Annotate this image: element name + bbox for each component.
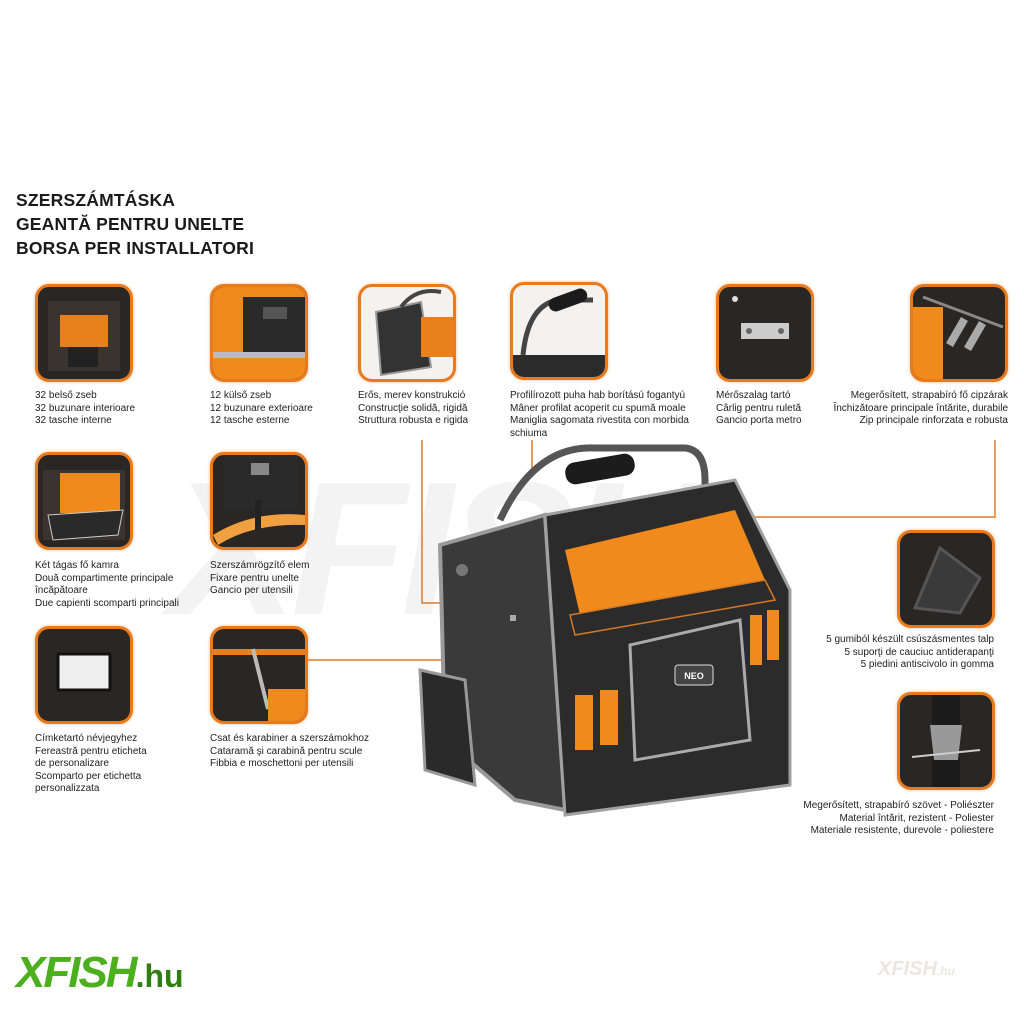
title-it: BORSA PER INSTALLATORI (16, 238, 255, 258)
caption-line: 12 külső zseb (210, 390, 272, 401)
caption-line: Due capienti scomparti principali (35, 597, 179, 609)
bag-logo: NEO (684, 671, 704, 681)
logo-suffix: .hu (936, 964, 955, 978)
caption-line: Erős, merev konstrukció (358, 390, 466, 401)
feature-durable-fabric: Megerősített, strapabíró szövet - Poliés… (803, 800, 994, 838)
title-ro: GEANTĂ PENTRU UNELTE (16, 214, 245, 234)
caption-line: Megerősített, strapabíró fő cipzárak (850, 390, 1008, 401)
logo-text: XFISH (16, 948, 138, 997)
caption-line: 5 suporţi de cauciuc antiderapanţi (844, 646, 994, 658)
thumb-rigid-construction (358, 284, 456, 382)
xfish-logo-faint: XFISH.hu (878, 958, 955, 981)
caption-line: 5 piedini antiscivolo in gomma (860, 659, 994, 671)
caption-line: 5 gumiból készült csúszásmentes talp (826, 634, 994, 645)
caption-line: Megerősített, strapabíró szövet - Poliés… (803, 800, 994, 811)
thumb-durable-fabric (897, 692, 995, 790)
thumb-main-zippers (910, 284, 1008, 382)
caption-line: Materiale resistente, durevole - poliest… (810, 825, 994, 837)
caption-line: Construcţie solidă, rigidă (358, 402, 468, 414)
caption-line: Két tágas fő kamra (35, 560, 119, 571)
thumb-tape-holder (716, 284, 814, 382)
caption-line: de personalizare (35, 758, 109, 770)
feature-foam-handle: Profilírozott puha hab borítású fogantyú… (510, 390, 689, 440)
caption-line: schiuma (510, 427, 548, 439)
thumb-exterior-pockets (210, 284, 308, 382)
caption-line: Szerszámrögzítő elem (210, 560, 310, 571)
caption-line: Material întărit, rezistent - Poliester (839, 812, 995, 824)
xfish-logo: XFISH.hu (16, 948, 184, 998)
caption-line: Fixare pentru unelte (210, 572, 299, 584)
caption-line: Címketartó névjegyhez (35, 733, 138, 744)
logo-text: XFISH (878, 958, 937, 980)
thumb-label-holder (35, 626, 133, 724)
thumb-interior-pockets (35, 284, 133, 382)
caption-line: Fibbia e moschettoni per utensili (210, 758, 354, 770)
caption-line: 32 belső zseb (35, 390, 97, 401)
thumb-tool-holder (210, 452, 308, 550)
title-hu: SZERSZÁMTÁSKA (16, 190, 176, 210)
caption-line: Cârlig pentru ruletă (716, 402, 802, 414)
caption-line: Mâner profilat acoperit cu spumă moale (510, 402, 686, 414)
caption-line: Profilírozott puha hab borítású fogantyú (510, 390, 686, 401)
tool-bag-image: NEO (418, 444, 792, 817)
page-title: SZERSZÁMTÁSKA GEANTĂ PENTRU UNELTE BORSA… (16, 188, 254, 260)
caption-line: personalizzata (35, 783, 100, 795)
caption-line: încăpătoare (35, 585, 88, 597)
caption-line: 12 buzunare exterioare (210, 402, 313, 414)
caption-line: Zip principale rinforzata e robusta (859, 415, 1008, 427)
caption-line: Fereastră pentru eticheta (35, 745, 147, 757)
caption-line: Scomparto per etichetta (35, 770, 142, 782)
caption-line: Csat és karabiner a szerszámokhoz (210, 733, 369, 744)
caption-line: 32 buzunare interioare (35, 402, 136, 414)
caption-line: Cataramă şi carabină pentru scule (210, 745, 363, 757)
thumb-foam-handle (510, 282, 608, 380)
caption-line: 12 tasche esterne (210, 415, 290, 427)
thumb-main-compartments (35, 452, 133, 550)
caption-line: 32 tasche interne (35, 415, 112, 427)
caption-line: Două compartimente principale (35, 572, 174, 584)
thumb-rubber-feet (897, 530, 995, 628)
caption-line: Gancio per utensili (210, 585, 293, 597)
caption-line: Maniglia sagomata rivestita con morbida (510, 415, 689, 427)
logo-suffix: .hu (135, 958, 184, 994)
thumb-buckle-carabiner (210, 626, 308, 724)
caption-line: Gancio porta metro (716, 415, 802, 427)
caption-line: Închizătoare principale întărite, durabi… (833, 402, 1008, 414)
caption-line: Mérőszalag tartó (716, 390, 791, 401)
caption-line: Struttura robusta e rigida (358, 415, 469, 427)
